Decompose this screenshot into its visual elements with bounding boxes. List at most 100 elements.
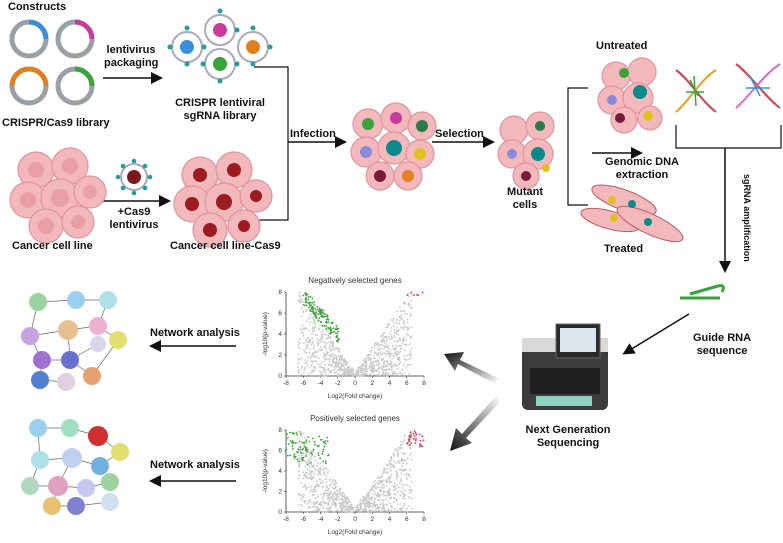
point-grey [394,331,396,334]
point-red [407,438,410,441]
point-grey [398,329,400,331]
point-grey [402,497,405,500]
point-grey [390,469,393,472]
point-grey [340,356,343,359]
point-grey [307,338,310,341]
point-grey [370,369,373,372]
point-grey [318,508,321,511]
point-grey [371,496,374,499]
network-graph-bottom [21,419,129,515]
point-grey [396,350,399,353]
point-grey [403,363,406,366]
point-grey [322,507,324,510]
point-grey [372,365,375,368]
point-green [337,338,339,341]
point-grey [319,363,322,365]
sequencer-icon [522,323,608,410]
point-grey [377,365,380,368]
point-grey [397,333,400,336]
point-grey [364,365,367,367]
point-grey [382,370,385,373]
point-grey [357,373,360,376]
point-grey [305,343,308,346]
point-green [336,339,339,342]
point-grey [382,483,385,486]
point-green [313,313,316,316]
point-green [307,298,310,301]
point-grey [397,449,400,452]
construct-plasmids [9,19,95,106]
point-grey [365,501,368,504]
point-grey [326,510,329,513]
point-green [323,324,326,327]
point-grey [403,483,406,486]
point-green [311,297,314,300]
point-grey [393,336,396,339]
point-grey [409,446,412,449]
point-grey [354,509,357,512]
point-grey [307,356,310,359]
point-grey [303,473,306,476]
point-red [418,445,421,448]
point-grey [339,358,342,360]
point-grey [376,359,379,362]
point-grey [314,468,317,471]
point-grey [332,478,334,481]
point-grey [320,473,322,476]
x-tick-label: 0 [353,516,357,523]
mutant-cells-cluster [497,111,555,190]
point-grey [380,340,383,343]
point-grey [399,507,402,510]
point-grey [391,373,394,376]
point-grey [376,348,379,351]
point-grey [409,337,412,339]
point-green [324,439,327,442]
point-grey [325,492,328,495]
point-grey [308,453,311,456]
point-green [312,312,315,314]
point-grey [332,483,335,486]
point-grey [306,345,309,348]
point-grey [329,509,332,512]
point-grey [360,503,363,505]
point-grey [322,465,325,468]
point-grey [381,359,383,362]
point-green [293,457,296,460]
point-grey [374,341,377,344]
point-grey [386,467,389,470]
point-grey [376,343,378,346]
point-grey [315,360,318,363]
point-green [314,443,317,446]
point-grey [314,497,317,500]
point-grey [332,369,335,372]
point-grey [311,361,314,364]
point-grey [314,366,317,369]
point-grey [392,355,395,358]
point-grey [398,460,401,462]
point-grey [366,354,368,357]
x-tick-label: 4 [388,380,392,387]
point-grey [319,375,322,377]
point-grey [374,509,377,512]
point-grey [322,371,324,374]
point-grey [375,364,378,366]
point-grey [298,463,300,466]
point-grey [400,440,403,443]
point-grey [375,487,378,490]
point-grey [396,319,399,321]
point-grey [342,507,345,509]
point-grey [396,509,399,512]
point-green [298,460,300,463]
point-grey [369,373,372,376]
point-grey [336,363,339,366]
genomic-dna-line1: Genomic DNA [605,156,679,168]
point-grey [300,508,302,511]
point-grey [369,505,371,508]
point-grey [337,375,340,377]
point-grey [345,368,348,371]
point-grey [324,478,327,481]
point-grey [325,486,328,488]
point-grey [328,360,331,362]
point-grey [300,454,303,457]
point-grey [401,326,404,329]
